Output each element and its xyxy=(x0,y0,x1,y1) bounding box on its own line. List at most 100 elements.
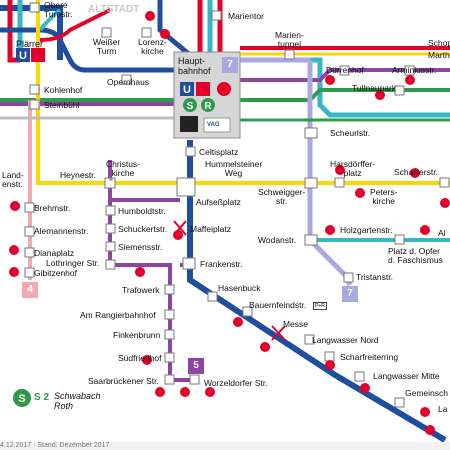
svg-text:S: S xyxy=(187,101,194,112)
footer-strip xyxy=(0,442,450,450)
station-marker-arminiusstr xyxy=(404,65,415,76)
bus-icon xyxy=(9,245,19,255)
station-markers xyxy=(24,2,450,408)
label-line: Christus- xyxy=(106,159,141,169)
station-marker-tullnaupark xyxy=(394,85,405,96)
badge-tram5: 5 xyxy=(193,360,199,371)
station-marker-scharfreiterring xyxy=(324,351,335,362)
label-arminiusstr: Arminiusstr. xyxy=(392,65,437,75)
svg-text:U: U xyxy=(183,84,191,96)
bus-icon xyxy=(405,75,415,85)
label-line: d. Faschismus xyxy=(388,255,443,265)
label-tristanstr: Tristanstr. xyxy=(356,272,393,282)
label-line: Marien- xyxy=(275,30,304,40)
station-marker-trafowerk xyxy=(164,284,175,295)
station-marker-harsdoerfferplatz xyxy=(334,177,345,188)
label-gemeinschaftshaus-fragment: Gemeinsch xyxy=(405,388,448,398)
bus-icon xyxy=(217,82,231,96)
s2-destination: Schwabach xyxy=(54,391,101,401)
label-line: kirche xyxy=(111,168,135,178)
hbf-name: Haupt- bahnhof xyxy=(178,56,211,76)
station-marker-scheurlstr xyxy=(304,127,318,139)
label-langwasser-sued-fragment: La xyxy=(438,404,448,414)
hbf-name-line2: bahnhof xyxy=(178,66,211,76)
label-scharrerstr: Scharrerstr. xyxy=(394,167,438,177)
bus-icon xyxy=(260,342,270,352)
label-line: str. xyxy=(275,196,288,206)
label-line: platz xyxy=(343,168,362,178)
label-line: Harsdörffer- xyxy=(330,159,376,169)
label-gibitzenhof: Gibitzenhof xyxy=(34,268,77,278)
station-marker-opernhaus xyxy=(121,74,132,85)
label-bauernfeindstr: Bauernfeindstr. xyxy=(249,300,307,310)
station-marker-worzeldorfer-str xyxy=(189,374,200,385)
station-marker-suedfriedhof xyxy=(164,352,175,363)
label-line: kirche xyxy=(141,46,164,56)
coach-icon xyxy=(180,116,198,132)
s2-destination: Roth xyxy=(54,401,74,411)
label-celtisplatz: Celtisplatz xyxy=(199,147,239,157)
label-langwasser-mitte: Langwasser Mitte xyxy=(373,371,440,381)
park-and-ride-icon: P+R xyxy=(313,302,327,310)
bus-icon xyxy=(205,387,215,397)
station-marker-aufsessplatz xyxy=(176,177,196,197)
s2-line-label: S 2 xyxy=(34,392,50,403)
bus-icon xyxy=(335,165,345,175)
station-marker-humboldtstr xyxy=(105,205,116,216)
station-marker-steinbuehl xyxy=(29,99,40,110)
label-schuckertstr: Schuckertstr. xyxy=(118,224,168,234)
label-line: Turnstr. xyxy=(44,9,73,19)
station-marker-scharrerstr xyxy=(439,177,450,188)
station-marker-hasenbuck xyxy=(207,291,218,302)
bus-icon xyxy=(173,230,183,240)
bus-icon xyxy=(155,387,165,397)
bus-icon xyxy=(420,225,430,235)
station-marker-bauernfeindstr xyxy=(242,306,253,317)
label-line: Hummelsteiner xyxy=(205,159,263,169)
station-marker-schweiggerstr xyxy=(304,177,318,189)
label-alemannenstr: Alemannenstr. xyxy=(34,226,89,236)
station-marker-tristanstr xyxy=(343,272,354,283)
label-aufsessplatz: Aufseßplatz xyxy=(196,197,241,207)
label-obere-turnstr: Obere Turnstr. xyxy=(44,1,73,19)
label-line: enstr. xyxy=(2,179,23,189)
label-landgrabenstr: Land- enstr. xyxy=(2,171,24,189)
footer-note: 4.12.2017 · Stand: Dezember 2017 xyxy=(0,442,110,449)
label-marientor: Marientor xyxy=(228,11,264,21)
label-line: Platz d. Opfer xyxy=(388,246,440,256)
label-line: Weg xyxy=(224,168,243,178)
bus-icon xyxy=(360,383,370,393)
label-christuskirche: Christus- kirche xyxy=(106,160,140,178)
label-scheurlstr: Scheurlstr. xyxy=(330,128,371,138)
station-marker-schuckertstr xyxy=(105,223,116,234)
label-wodanstr: Wodanstr. xyxy=(258,235,297,245)
station-marker-am-rangierbahnhof xyxy=(164,309,175,320)
label-messe: Messe xyxy=(283,319,309,329)
station-marker-saarbruecker-str xyxy=(164,374,175,385)
label-weisser-turm: Weißer Turm xyxy=(93,38,120,56)
label-harsdoerfferplatz: Harsdörffer- platz xyxy=(330,160,375,178)
bus-icon xyxy=(9,267,19,277)
station-marker-obere-turnstr xyxy=(29,2,40,13)
label-plaerrer: Plärrer xyxy=(16,39,44,49)
station-marker-weisser-turm xyxy=(101,27,112,38)
station-marker-langwasser-nord xyxy=(304,334,315,345)
label-tullnaupark: Tullnaupark xyxy=(352,83,397,93)
vag-label: VAG xyxy=(207,122,220,128)
svg-text:S: S xyxy=(18,393,25,405)
district-label: ALTSTADT xyxy=(88,4,140,15)
station-marker-holzgartenstr xyxy=(394,234,405,245)
label-line: Peters- xyxy=(370,187,398,197)
s-bahn-icon xyxy=(183,98,197,112)
label-line: kirche xyxy=(372,196,396,206)
badge-tram7: 7 xyxy=(347,288,353,299)
label-brehmstr: Brehmstr. xyxy=(34,203,71,213)
bus-icon xyxy=(420,407,430,417)
label-worzeldorfer-str: Worzeldorfer Str. xyxy=(204,378,268,388)
badge-tram4-bg xyxy=(22,282,38,298)
station-marker-siemensstr xyxy=(105,241,116,252)
badge-tram7-bg xyxy=(342,286,358,302)
label-langwasser-nord: Langwasser Nord xyxy=(312,335,379,345)
